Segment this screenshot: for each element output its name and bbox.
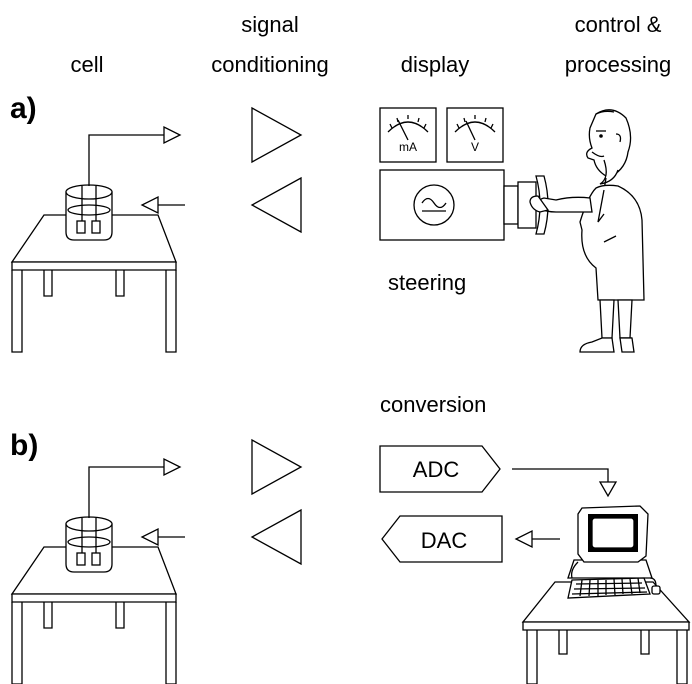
adc-block: ADC	[379, 445, 501, 493]
panel-a-label: a)	[10, 92, 37, 125]
arrowhead-down-icon	[598, 481, 618, 498]
header-display: display	[401, 52, 469, 77]
panel-b-label: b)	[10, 429, 38, 462]
amplifier-icon	[251, 439, 302, 495]
arrowhead-right-icon	[163, 125, 182, 145]
adc-output-line	[512, 468, 609, 482]
output-line	[88, 466, 164, 518]
column-headers: cell signal conditioning display control…	[70, 12, 671, 77]
amplifier-icon	[251, 107, 302, 163]
header-cell: cell	[70, 52, 103, 77]
header-control: control &	[575, 12, 662, 37]
amplifier-icon	[251, 509, 302, 565]
scientist-icon	[529, 109, 645, 353]
dac-block: DAC	[381, 515, 503, 563]
voltmeter-icon: V	[446, 107, 504, 163]
panel-b: b) conversion ADC DAC	[10, 392, 691, 684]
arrowhead-right-icon	[163, 457, 182, 477]
beaker-icon	[65, 184, 113, 241]
conversion-label: conversion	[380, 392, 486, 417]
arrowhead-left-icon	[140, 527, 159, 547]
beaker-icon	[65, 516, 113, 573]
header-processing: processing	[565, 52, 671, 77]
arrowhead-left-icon	[140, 195, 159, 215]
table-icon	[521, 581, 691, 684]
signal-generator-icon	[379, 169, 549, 241]
dac-label: DAC	[421, 528, 468, 553]
header-conditioning: conditioning	[211, 52, 328, 77]
output-line	[88, 134, 164, 186]
amplifier-icon	[251, 177, 302, 233]
panel-a: a) mA V	[10, 92, 645, 353]
arrowhead-left-icon	[514, 529, 533, 549]
ammeter-icon: mA	[379, 107, 437, 163]
header-signal: signal	[241, 12, 298, 37]
computer-icon	[567, 505, 661, 599]
ammeter-unit: mA	[399, 140, 417, 154]
steering-label: steering	[388, 270, 466, 295]
adc-label: ADC	[413, 457, 460, 482]
voltmeter-unit: V	[471, 140, 479, 154]
